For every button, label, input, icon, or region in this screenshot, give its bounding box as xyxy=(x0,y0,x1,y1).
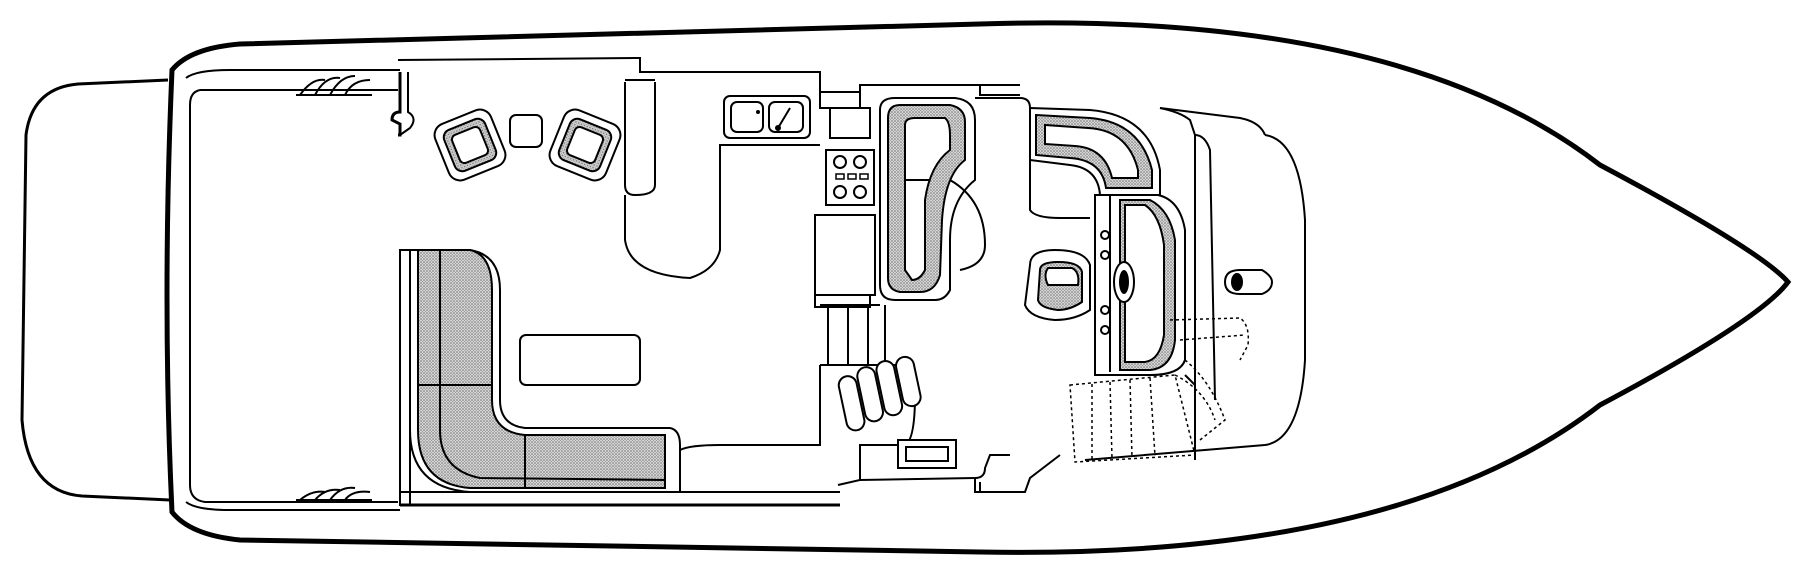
burner-icon xyxy=(853,155,867,169)
galley-shelf xyxy=(819,91,861,109)
galley-cabinet xyxy=(624,79,820,280)
anchor-hatch-icon xyxy=(1223,269,1274,295)
mid-bulkhead xyxy=(859,445,1061,493)
helm-wheel-icon xyxy=(1113,261,1135,303)
dinette-table xyxy=(519,334,641,386)
side-table xyxy=(509,114,543,148)
burner-icon xyxy=(833,185,847,199)
swim-platform xyxy=(20,78,171,502)
helm-storage-lid xyxy=(905,446,949,462)
galley-sink xyxy=(723,95,811,139)
aft-cockpit xyxy=(189,75,398,503)
faucet-icon xyxy=(777,107,791,129)
forward-settee-left xyxy=(879,97,976,301)
burner-icon xyxy=(833,155,847,169)
galley-cooktop xyxy=(825,149,875,206)
galley-counter-box xyxy=(829,107,871,139)
aft-bulkhead-wall xyxy=(399,249,411,506)
burner-icon xyxy=(853,185,867,199)
companionway-stairs-below xyxy=(1069,317,1250,463)
salon-armchair-left xyxy=(433,108,507,182)
helm-lounge-cushions xyxy=(837,355,922,432)
starboard-cleat-icon xyxy=(296,75,372,96)
forward-settee-right xyxy=(1029,106,1161,196)
settee-table-edge xyxy=(949,179,987,271)
windshield-frame xyxy=(1084,107,1306,461)
port-cleat-icon xyxy=(296,486,372,501)
dinette-settee xyxy=(409,249,681,493)
helm-gauges xyxy=(1100,230,1110,335)
helm-chair xyxy=(1023,248,1091,322)
salon-armchair-right xyxy=(548,108,622,182)
galley-fridge xyxy=(814,214,876,296)
side-deck-rails xyxy=(979,85,1020,493)
console-edge xyxy=(1184,374,1196,386)
helm-console xyxy=(1094,194,1186,376)
